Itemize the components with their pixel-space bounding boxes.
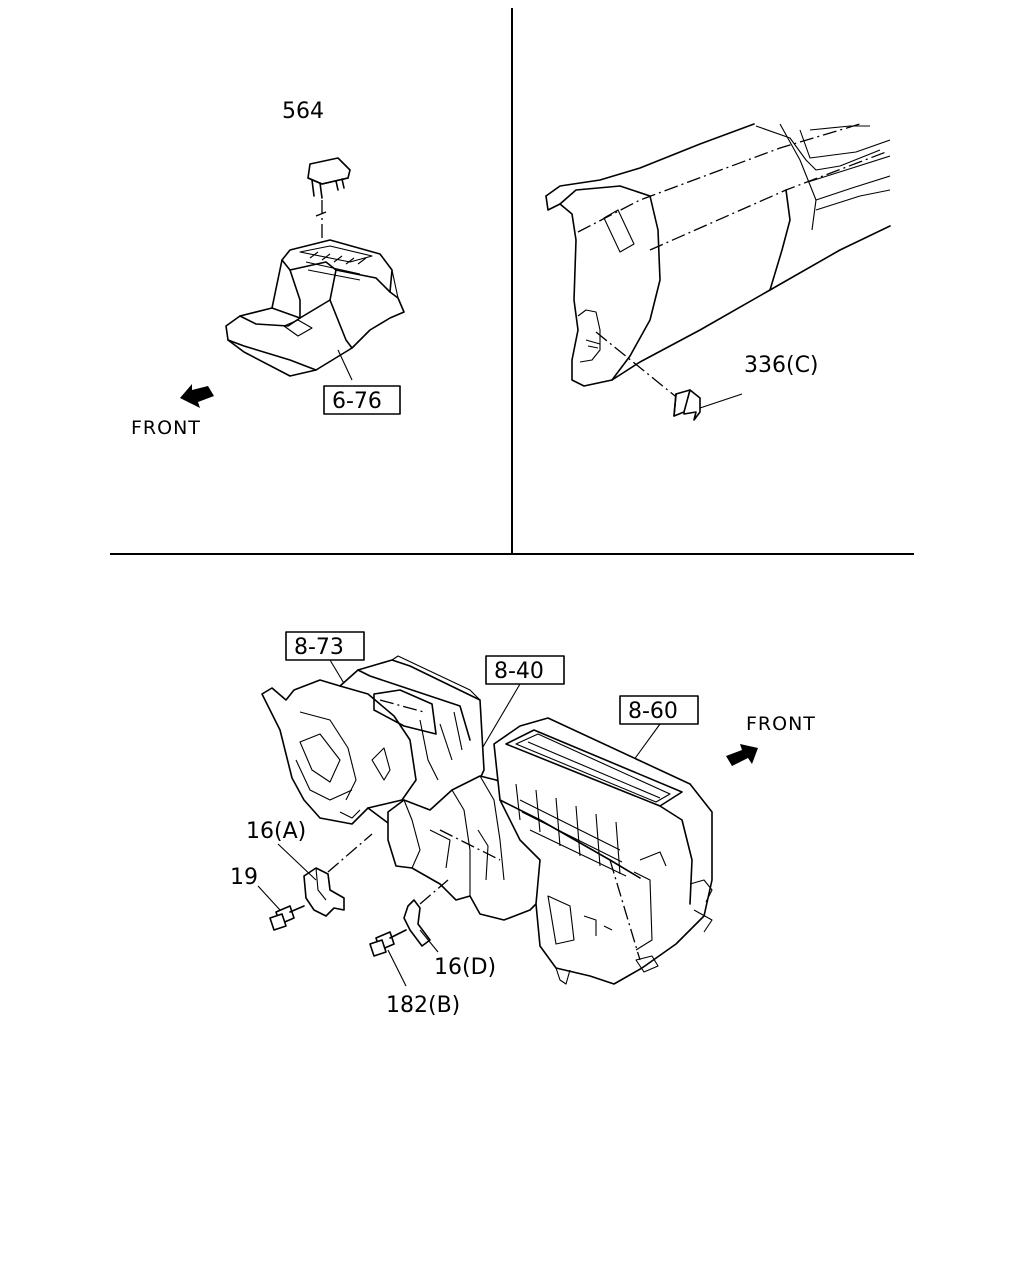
part-label-182b: 182(B): [386, 993, 460, 1018]
ref-box-8-60: 8-60: [619, 695, 699, 725]
part-label-16a: 16(A): [246, 819, 306, 844]
ref-box-6-76: 6-76: [323, 385, 401, 415]
front-arrow-icon: [180, 384, 214, 408]
bolt-182b: [369, 929, 407, 957]
console-panel: 6-76 564 FRONT: [131, 99, 405, 439]
part-label-16d: 16(D): [434, 955, 496, 980]
dashboard-panel: 336(C): [545, 123, 891, 421]
heater-unit: [493, 717, 713, 985]
ref-label-8-40: 8-40: [494, 659, 544, 684]
clip-336c: [673, 389, 701, 421]
ref-box-8-40: 8-40: [485, 655, 565, 685]
part-label-19: 19: [230, 865, 258, 890]
bracket-16d: [403, 899, 431, 947]
front-arrow-icon: [726, 744, 758, 766]
ref-label-8-73: 8-73: [294, 635, 344, 660]
panel-dividers: [110, 8, 914, 555]
front-label-top: FRONT: [131, 417, 201, 439]
ref-label-8-60: 8-60: [628, 699, 678, 724]
front-label-bottom: FRONT: [746, 713, 816, 735]
clip-564: [307, 157, 351, 199]
console-body: [225, 239, 405, 377]
bracket-16a: [303, 867, 345, 917]
part-label-564: 564: [282, 99, 324, 124]
ref-box-8-73: 8-73: [285, 631, 365, 661]
air-unit-panel: 8-73 8-40 8-60: [230, 631, 816, 1018]
bolt-19: [269, 905, 305, 931]
ref-label-6-76: 6-76: [332, 389, 382, 414]
dashboard-body: [545, 123, 891, 387]
part-label-336c: 336(C): [744, 353, 819, 378]
